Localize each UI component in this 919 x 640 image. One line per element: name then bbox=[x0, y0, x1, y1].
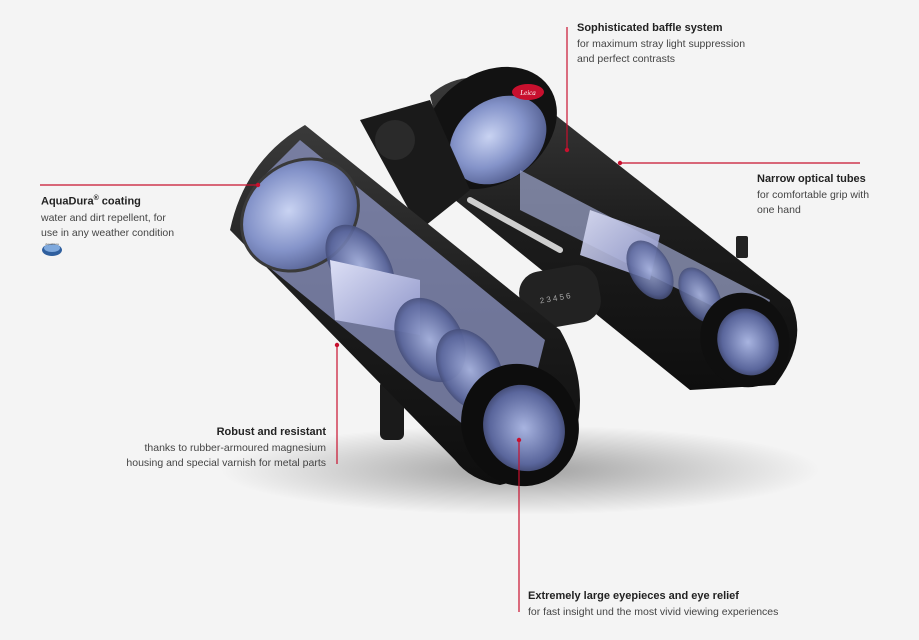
focus-shaft bbox=[467, 197, 563, 253]
logo-text: Leica bbox=[519, 89, 536, 97]
callout-eyepieces: Extremely large eyepieces and eye relief… bbox=[528, 589, 848, 620]
right-barrel: Leica bbox=[423, 66, 798, 390]
callout-eyepieces-title: Extremely large eyepieces and eye relief bbox=[528, 590, 739, 602]
callout-tubes-desc: for comfortable grip with one hand bbox=[757, 189, 870, 216]
callout-baffle: Sophisticated baffle system for maximum … bbox=[577, 21, 787, 67]
callout-robust-desc: thanks to rubber-armoured magnesium hous… bbox=[126, 442, 326, 469]
callout-baffle-title: Sophisticated baffle system bbox=[577, 22, 723, 34]
diopter-tab bbox=[736, 236, 748, 258]
callout-robust-title: Robust and resistant bbox=[216, 426, 326, 438]
left-barrel bbox=[230, 125, 580, 487]
callout-dots bbox=[255, 147, 623, 443]
callout-aquadura: AquaDura® coating water and dirt repelle… bbox=[41, 191, 241, 241]
callout-tubes: Narrow optical tubes for comfortable gri… bbox=[757, 172, 907, 218]
aquadura-badge-icon: AquaDura bbox=[42, 242, 62, 256]
callout-leaders bbox=[40, 27, 860, 612]
left-eyepiece-lens bbox=[483, 384, 565, 472]
callout-aquadura-desc: water and dirt repellent, for use in any… bbox=[41, 211, 175, 239]
right-objective-lens bbox=[449, 95, 547, 185]
callout-aquadura-title: AquaDura® coating bbox=[41, 195, 141, 208]
callout-eyepieces-desc: for fast insight und the most vivid view… bbox=[528, 606, 779, 618]
aquadura-badge-text: AquaDura bbox=[45, 242, 59, 246]
callout-baffle-desc: for maximum stray light suppression and … bbox=[577, 38, 746, 65]
focus-wheel bbox=[519, 264, 601, 330]
logo-badge bbox=[512, 84, 544, 100]
hinge-knob bbox=[375, 120, 415, 160]
callout-robust: Robust and resistant thanks to rubber-ar… bbox=[100, 425, 326, 471]
callout-tubes-title: Narrow optical tubes bbox=[757, 173, 866, 185]
right-lens-element bbox=[626, 240, 674, 300]
right-eyepiece-lens bbox=[717, 308, 779, 376]
